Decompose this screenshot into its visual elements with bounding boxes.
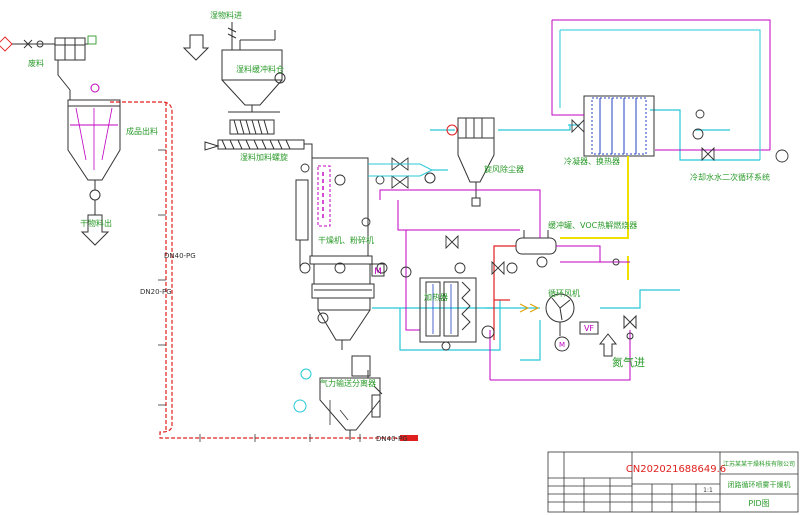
label-dn20: DN20-PG (140, 288, 172, 296)
title-drawing-name: 闭路循环喷雾干燥机 (728, 480, 791, 489)
cyclone-gauge (424, 172, 436, 184)
label-dn40: DN40-PG (164, 252, 196, 260)
label-nitrogen: 氮气进 (612, 355, 645, 369)
label-dry-material: 干物料出 (80, 218, 112, 228)
vf-box: VF (579, 321, 599, 335)
down-arrow-material (182, 34, 210, 61)
heater-pump (481, 325, 495, 339)
cyclone-valve (446, 124, 458, 136)
level-gauge-left (90, 83, 100, 93)
circulation-piping (372, 109, 760, 361)
preheater-instruments (400, 234, 620, 278)
title-code: CN202021688649.6 (626, 464, 726, 475)
level-gauge-bin (274, 72, 286, 84)
left-dust-collector (54, 37, 121, 215)
pipe-spec-labels: DN40-PG DN20-PG DN40-PG (140, 252, 408, 443)
yellow-line (560, 156, 629, 239)
title-company: 江苏某某干燥科技有限公司 (723, 460, 795, 468)
title-scale: 1:1 (703, 487, 713, 494)
heater-valve (441, 341, 451, 351)
label-raw-bin: 湿料缓冲料仓 (236, 64, 284, 74)
top-left-valves (0, 35, 97, 52)
gas-separator-lines (329, 400, 349, 425)
product-pipe (110, 101, 400, 439)
outlet-flange (400, 435, 418, 441)
svg-text:VF: VF (584, 324, 594, 333)
condenser (583, 95, 655, 157)
cyclone-right (457, 117, 495, 207)
down-arrow-dry (80, 214, 110, 246)
fan-small (300, 368, 312, 380)
buffer-tank (515, 230, 557, 255)
raw-material-bin (221, 22, 283, 113)
label-cyclone: 旋风除尘器 (484, 164, 524, 174)
label-material-in: 湿物料进 (210, 10, 242, 20)
label-blower: 循环风机 (548, 288, 580, 298)
label-condenser: 冷凝器、换热器 (564, 156, 620, 166)
label-gas-separator: 气力输送分离器 (320, 378, 376, 388)
labels: 废料 湿物料进 成品出料 湿料缓冲料仓 湿料加料螺旋 干燥机、粉碎机 旋风除尘器… (28, 10, 770, 388)
outlet-duct (368, 163, 434, 177)
nitrogen-inlet (598, 314, 637, 357)
product-pipe-ticks (158, 149, 361, 442)
red-heater-loop (493, 245, 516, 340)
heater (419, 277, 477, 343)
flame-arrester (519, 303, 540, 313)
gas-separator (319, 355, 383, 440)
dryer-valves (391, 157, 409, 189)
condenser-valves (571, 109, 789, 163)
magenta-loops (379, 189, 631, 381)
label-product-outlet: 成品出料 (126, 126, 158, 136)
label-screw-feeder: 湿料加料螺旋 (240, 152, 288, 162)
motor-box (371, 263, 385, 277)
label-heater: 加热器 (424, 292, 448, 302)
dryer-column (295, 157, 375, 350)
left-dust-lines (75, 107, 113, 170)
label-preheater: 缓冲罐、VOC热解燃烧器 (548, 220, 637, 230)
blower-small (293, 399, 307, 413)
condenser-cyan-loop (559, 29, 761, 160)
motor-label: M (374, 267, 382, 277)
screw-feeder (204, 119, 313, 160)
label-dryer: 干燥机、粉碎机 (318, 235, 374, 245)
blower-motor-label: M (559, 341, 565, 349)
heater-fins (432, 284, 452, 334)
label-dn40-bottom: DN40-PG (376, 435, 408, 443)
condenser-magenta-line (551, 19, 771, 151)
circulation-blower (545, 293, 575, 352)
title-block (547, 451, 799, 513)
label-waste-material: 废料 (28, 58, 44, 68)
label-cooling-water: 冷却水水二次循环系统 (690, 172, 770, 182)
title-drawing-type: PID图 (748, 499, 769, 508)
